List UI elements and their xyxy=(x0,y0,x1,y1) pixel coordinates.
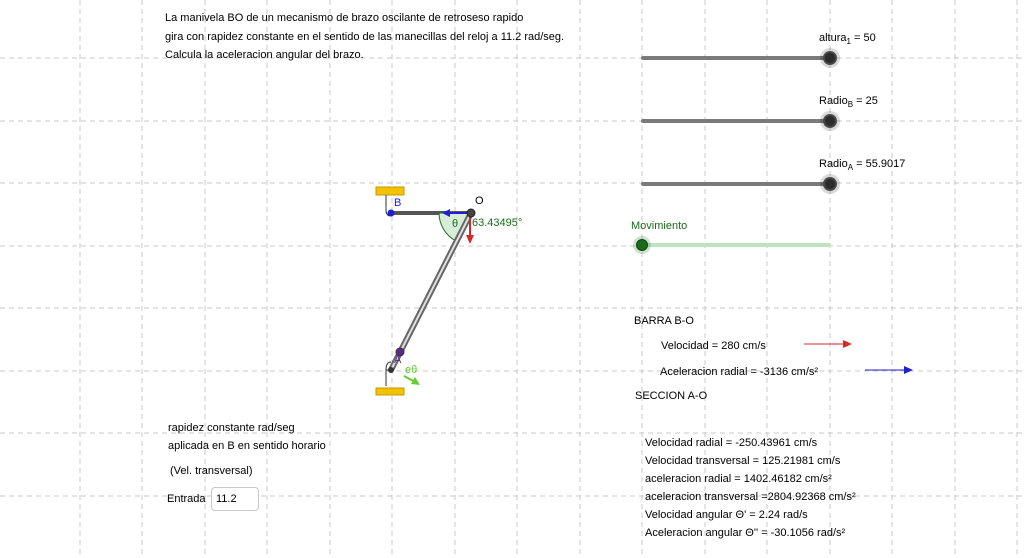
barra-bo-aceleracion: Aceleracion radial = -3136 cm/s² xyxy=(660,366,819,378)
result-velocidad-radial: Velocidad radial = -250.43961 cm/s xyxy=(645,437,818,449)
problem-text-line-3: Calcula la aceleracion angular del brazo… xyxy=(165,49,364,61)
input-desc-line-3: (Vel. transversal) xyxy=(170,465,253,477)
entrada-input[interactable]: 11.2 xyxy=(211,487,259,511)
barra-bo-velocidad: Velocidad = 280 cm/s xyxy=(661,340,766,352)
point-o xyxy=(466,208,476,218)
problem-text-line-1: La manivela BO de un mecanismo de brazo … xyxy=(165,12,524,24)
slider-altura-label: altura1 = 50 xyxy=(819,32,876,47)
slider-movimiento-label: Movimiento xyxy=(631,220,688,232)
support-bottom xyxy=(375,387,405,396)
slider-radio-a-track[interactable] xyxy=(641,182,831,186)
angle-value: 63.43495° xyxy=(472,217,523,229)
point-b xyxy=(387,209,395,217)
slider-radio-a-handle[interactable] xyxy=(820,174,840,194)
barra-bo-title: BARRA B-O xyxy=(634,315,694,327)
slider-altura-track[interactable] xyxy=(641,56,831,60)
input-desc-line-2: aplicada en B en sentido horario xyxy=(168,440,326,452)
result-velocidad-transversal: Velocidad transversal = 125.21981 cm/s xyxy=(645,455,841,467)
input-desc-line-1: rapidez constante rad/seg xyxy=(168,422,295,434)
slider-radio-b-label: RadioB = 25 xyxy=(819,95,878,110)
seccion-ao-title: SECCION A-O xyxy=(635,390,708,402)
point-a xyxy=(395,347,405,357)
result-aceleracion-radial: aceleracion radial = 1402.46182 cm/s² xyxy=(645,473,832,485)
slider-altura-handle[interactable] xyxy=(820,48,840,68)
slider-movimiento-handle[interactable] xyxy=(633,236,651,254)
velocity-arrow-icon xyxy=(804,340,852,348)
result-aceleracion-transversal: aceleracion transversal =2804.92368 cm/s… xyxy=(645,491,856,503)
label-a: A xyxy=(394,354,402,366)
slider-movimiento-track[interactable] xyxy=(641,243,831,247)
label-o: O xyxy=(475,195,484,207)
slider-radio-a-label: RadioA = 55.9017 xyxy=(819,158,906,173)
result-velocidad-angular: Velocidad angular Θ' = 2.24 rad/s xyxy=(645,509,808,521)
accel-arrow-icon xyxy=(865,366,913,374)
problem-text-line-2: gira con rapidez constante en el sentido… xyxy=(165,31,565,43)
support-top xyxy=(375,186,405,196)
mechanism-diagram xyxy=(375,186,476,396)
result-aceleracion-angular: Aceleracion angular Θ'' = -30.1056 rad/s… xyxy=(645,527,846,539)
label-e-theta: eθ xyxy=(405,364,418,376)
slider-radio-b-track[interactable] xyxy=(641,119,831,123)
label-theta: θ xyxy=(452,218,459,230)
label-b: B xyxy=(394,197,402,209)
entrada-label: Entrada xyxy=(167,493,206,505)
slider-radio-b-handle[interactable] xyxy=(820,111,840,131)
